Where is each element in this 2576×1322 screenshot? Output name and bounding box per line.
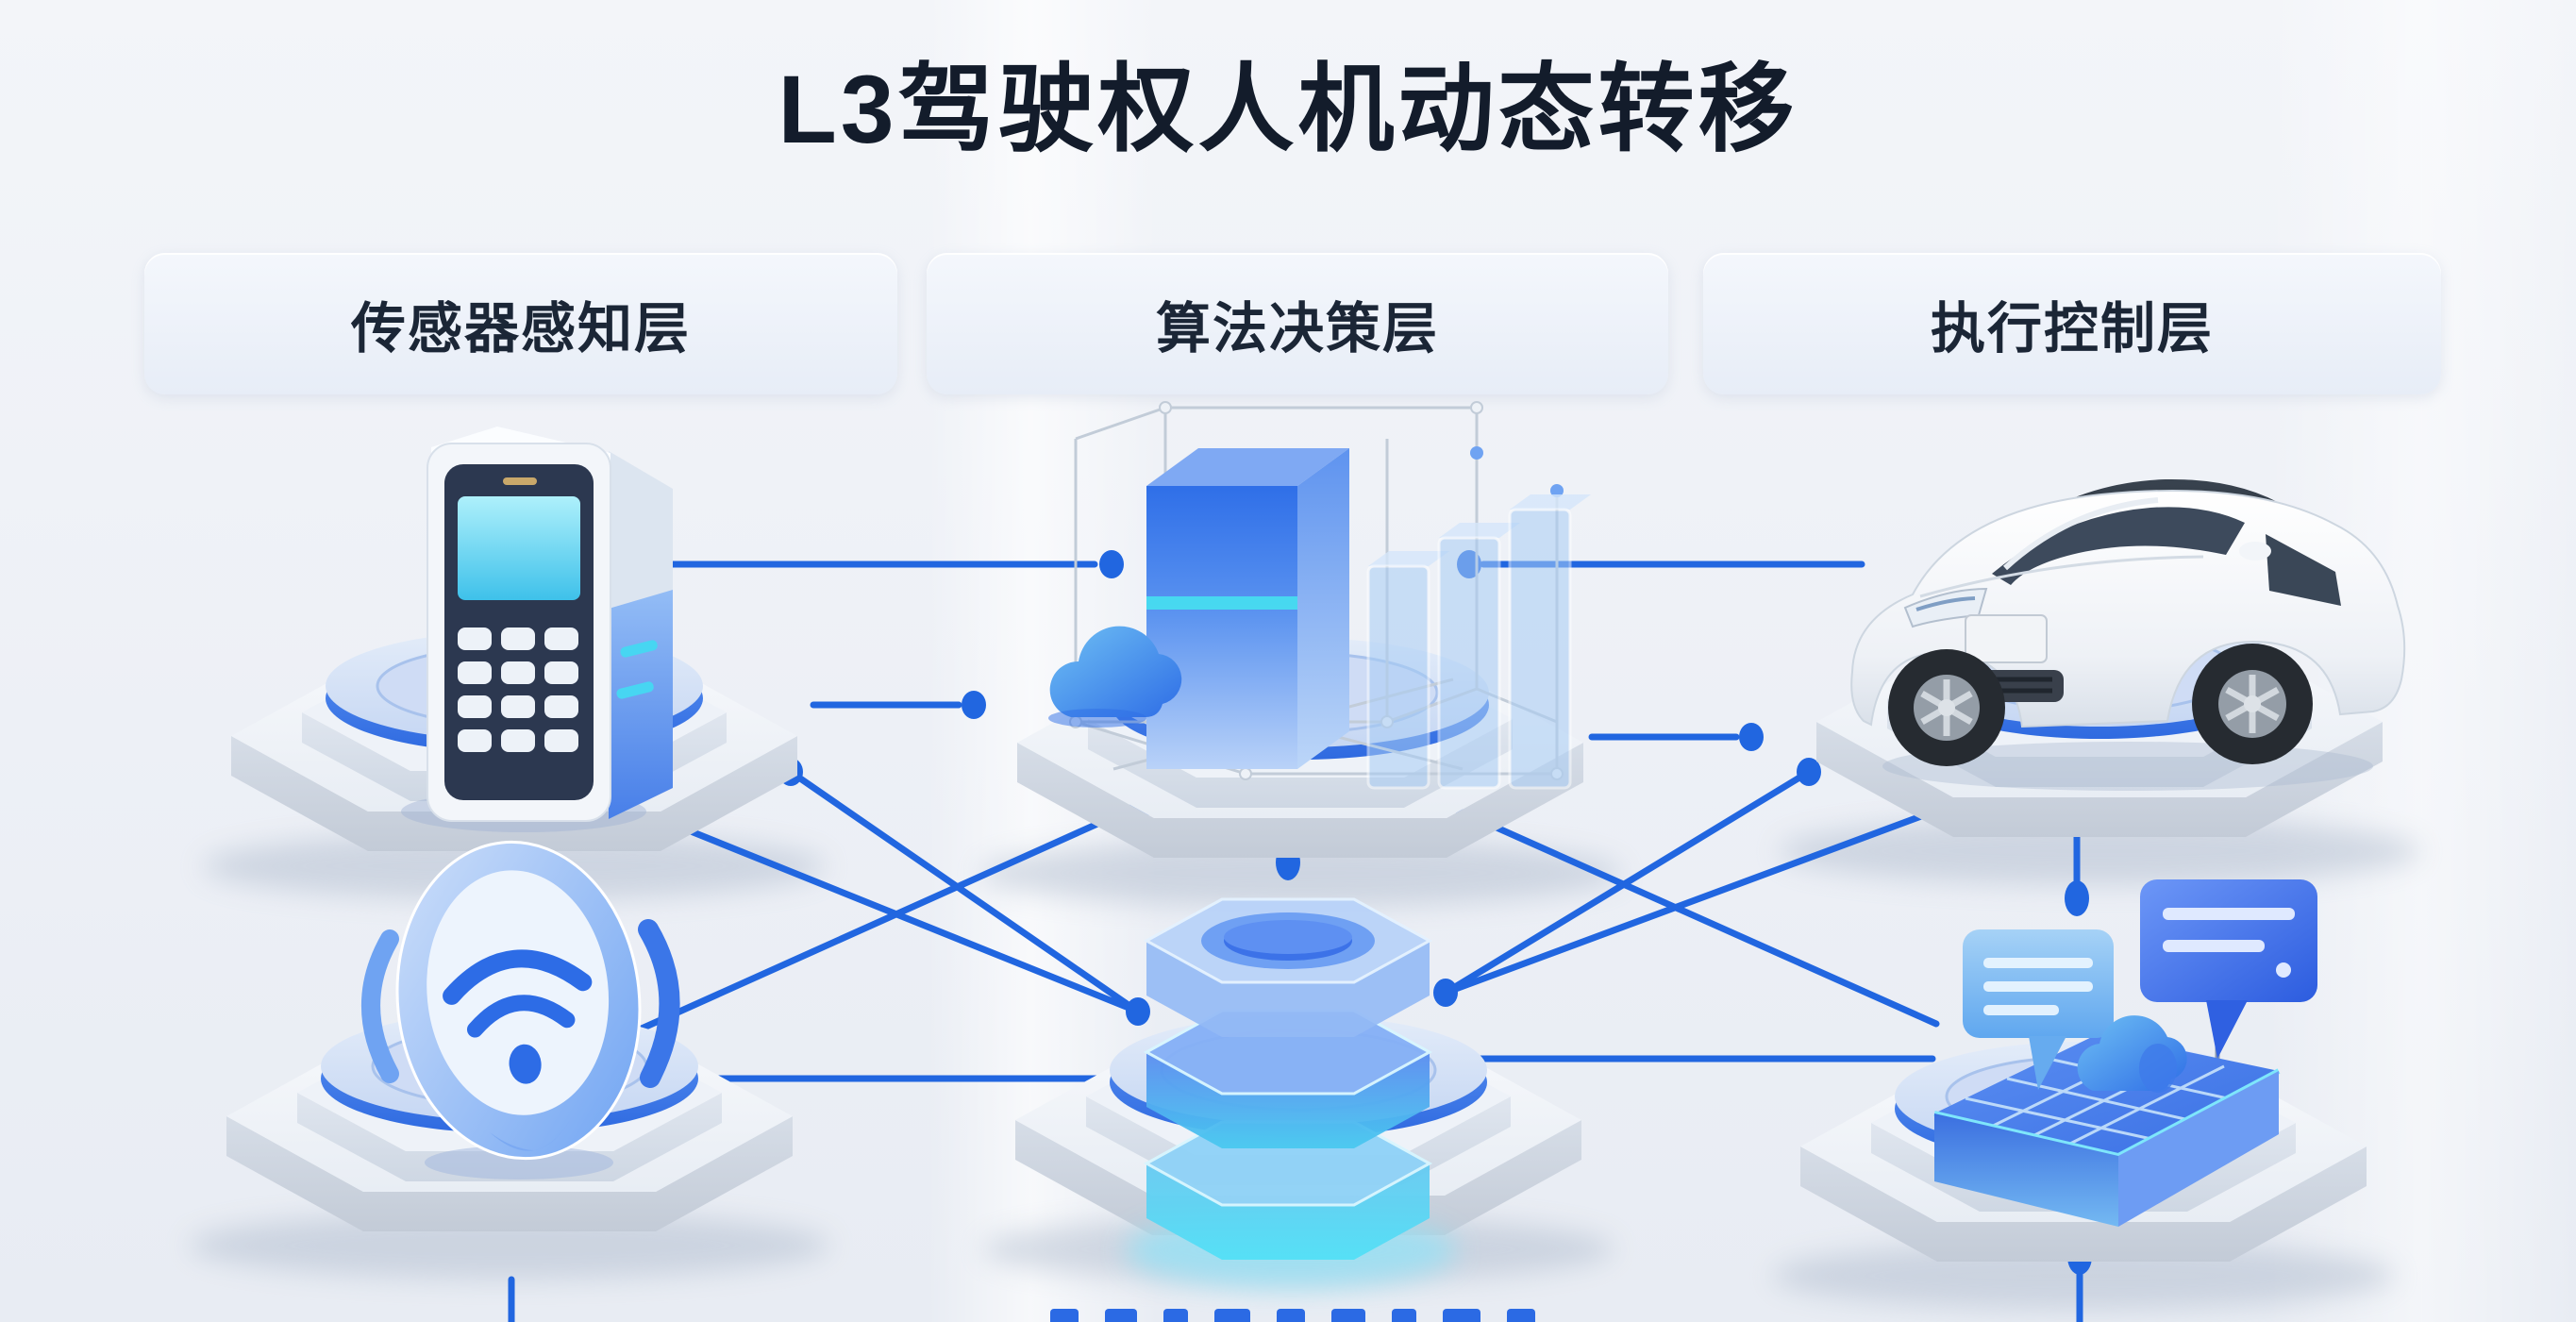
chat-grid-icon	[1933, 879, 2317, 1227]
wifi-location-badge-icon	[361, 840, 680, 1180]
caption-glyph-top	[1507, 1309, 1535, 1322]
connector-dot	[1433, 979, 1458, 1007]
small-cloud-icon	[2077, 1015, 2187, 1093]
chat-bubble-right	[2140, 879, 2317, 1059]
platform-shadows	[189, 817, 2420, 1310]
connector-line	[638, 808, 1142, 1015]
connector-dot	[1739, 723, 1764, 751]
data-stack-icon	[1126, 897, 1456, 1288]
caption-glyph-top	[1105, 1309, 1137, 1322]
connector-line	[1431, 796, 1940, 1028]
connector-line	[787, 768, 1142, 1015]
connector-layer	[508, 550, 2092, 1322]
caption-glyph-top	[1443, 1309, 1480, 1322]
suv-car-icon	[1850, 478, 2406, 791]
sensor-terminal-icon	[401, 427, 673, 832]
column-header-sensor-label: 传感器感知层	[350, 298, 691, 360]
column-header-execution: 执行控制层	[1703, 253, 2441, 394]
car-front-wheel	[1888, 649, 2005, 766]
column-header-execution-label: 执行控制层	[1930, 298, 2214, 360]
connector-dot	[1099, 550, 1124, 578]
chat-bubble-left	[1963, 929, 2114, 1090]
connector-dot	[1126, 997, 1150, 1026]
column-header-algorithm: 算法决策层	[927, 253, 1668, 394]
caption-glyph-top	[1392, 1309, 1416, 1322]
caption-glyph-top	[1277, 1309, 1305, 1322]
column-header-sensor: 传感器感知层	[144, 253, 897, 394]
caption-glyph-top	[1331, 1309, 1365, 1322]
connector-dot	[962, 691, 986, 719]
column-header-algorithm-label: 算法决策层	[1155, 298, 1439, 360]
connector-dot	[1797, 758, 1821, 786]
caption-glyph-top	[1214, 1309, 1250, 1322]
car-rear-wheel	[2192, 644, 2313, 764]
connector-line	[1442, 806, 1943, 996]
connector-line	[638, 800, 1146, 1032]
caption-glyph-top	[1163, 1309, 1188, 1322]
partial-caption	[1050, 1309, 1579, 1322]
cloud-compute-icon	[1048, 401, 1591, 790]
caption-glyph-top	[1050, 1309, 1079, 1322]
page-title: L3驾驶权人机动态转移	[778, 56, 1798, 163]
connector-dot	[2065, 880, 2089, 916]
